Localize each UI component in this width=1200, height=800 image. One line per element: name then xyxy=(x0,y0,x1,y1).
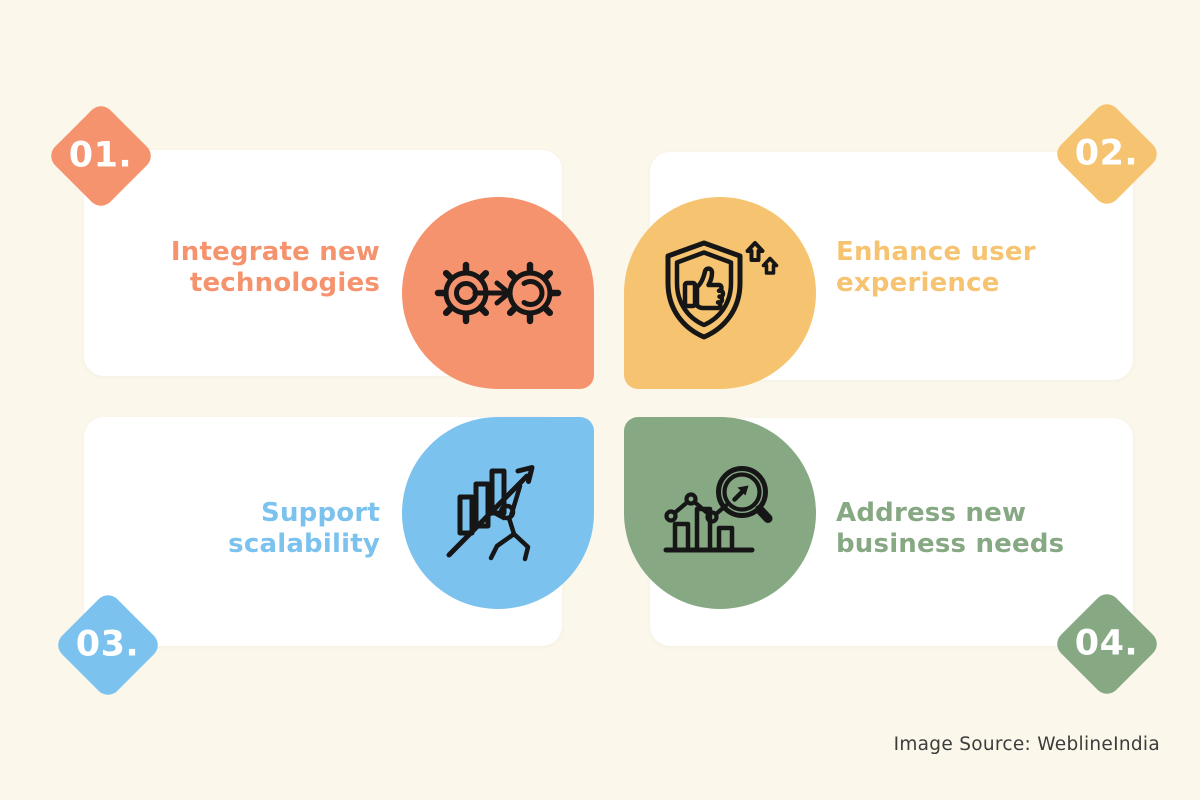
icon-bubble-02 xyxy=(624,197,816,389)
title-line: Enhance user xyxy=(836,237,1036,267)
quadrant-03-title: Support scalability xyxy=(80,498,380,559)
quadrant-02-title: Enhance user experience xyxy=(836,237,1136,298)
icon-bubble-04 xyxy=(624,417,816,609)
icon-bubble-03 xyxy=(402,417,594,609)
step-number-02: 02. xyxy=(1075,133,1139,174)
image-source-credit: Image Source: WeblineIndia xyxy=(893,734,1160,755)
step-number-03: 03. xyxy=(76,624,140,665)
growth-arrow-person-icon xyxy=(446,464,534,561)
title-line: scalability xyxy=(228,528,380,559)
quadrant-01-title: Integrate new technologies xyxy=(80,237,380,298)
title-line: Address new xyxy=(836,498,1027,528)
chart-magnifier-icon xyxy=(663,465,772,552)
title-line: Integrate new xyxy=(170,237,380,267)
icon-bubble-01 xyxy=(402,197,594,389)
gears-integration-icon xyxy=(434,261,562,325)
title-line: business needs xyxy=(836,528,1065,559)
title-line: experience xyxy=(836,267,1000,298)
title-line: Support xyxy=(261,498,380,528)
shield-thumbs-up-icon xyxy=(665,240,779,340)
title-line: technologies xyxy=(189,267,380,298)
step-number-04: 04. xyxy=(1075,623,1139,664)
step-number-01: 01. xyxy=(69,135,133,176)
quadrant-04-title: Address new business needs xyxy=(836,498,1136,559)
